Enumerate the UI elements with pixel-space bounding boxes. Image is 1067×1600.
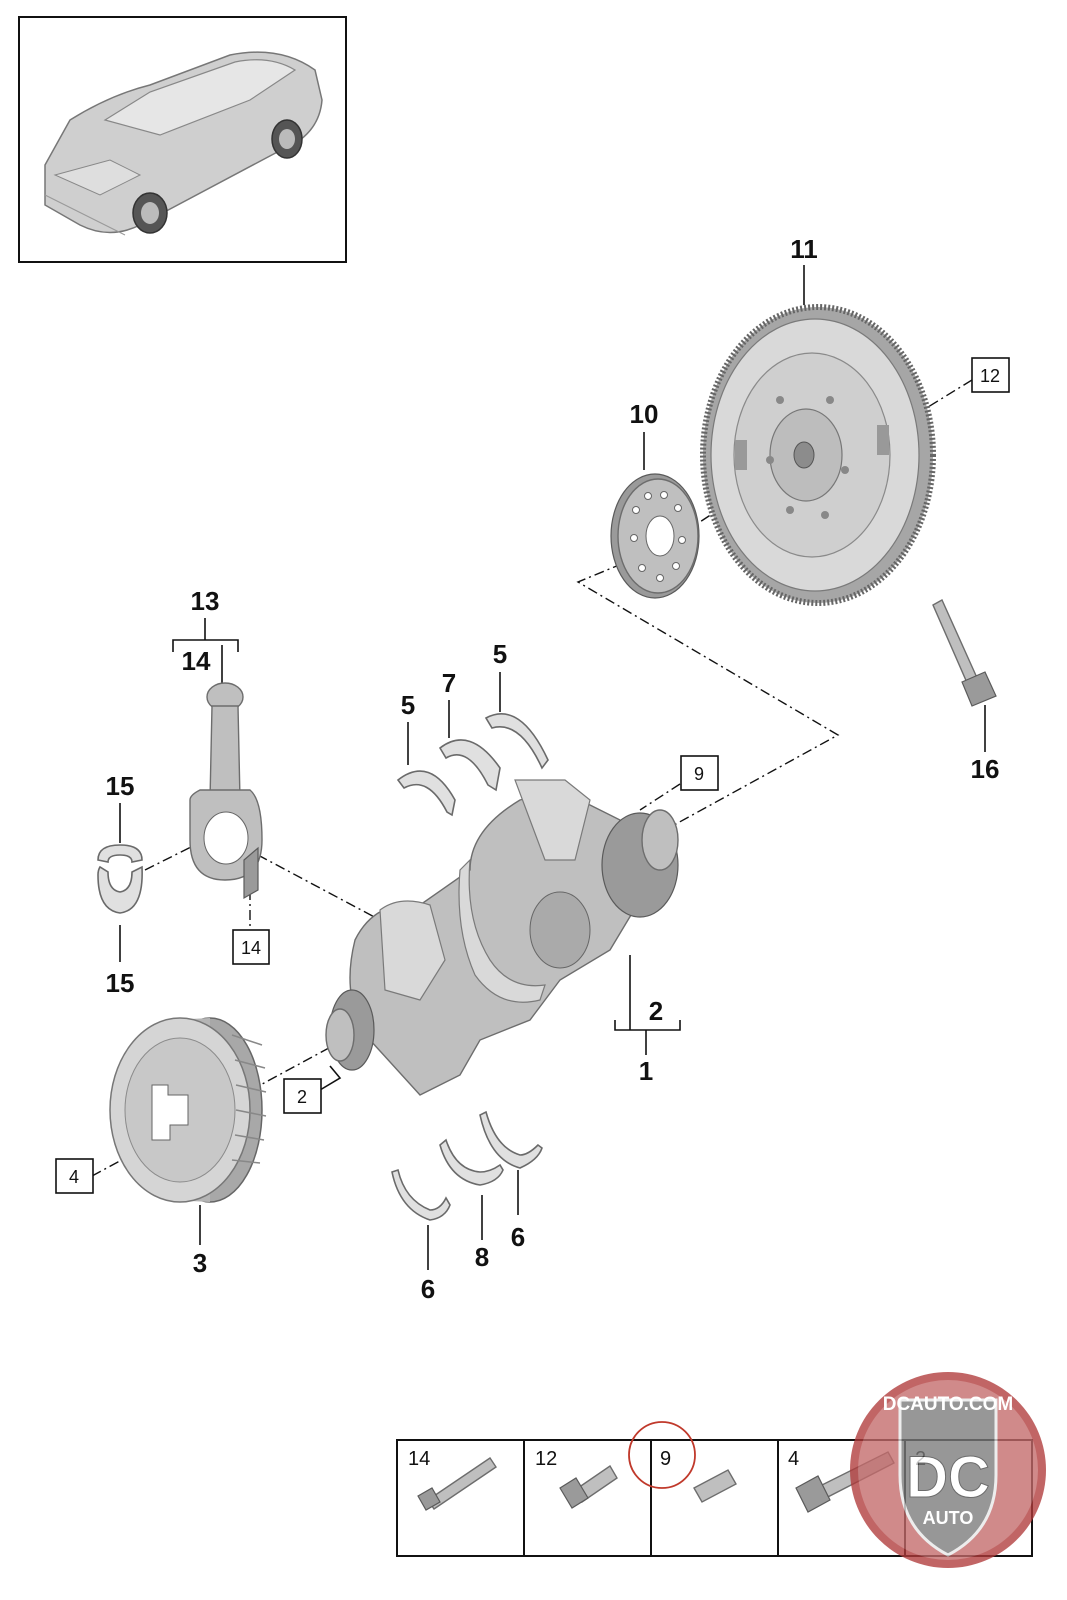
hardware-cell-14: 14 xyxy=(408,1448,497,1511)
main-bearing-shells-upper xyxy=(396,713,549,817)
watermark-text: DCAUTO.COM xyxy=(883,1394,1014,1415)
svg-text:9: 9 xyxy=(694,764,704,784)
crankshaft xyxy=(325,779,679,1096)
callout-3: 3 xyxy=(193,1248,207,1278)
callout-1: 1 xyxy=(639,1056,653,1086)
callout-7: 7 xyxy=(442,668,456,698)
svg-text:4: 4 xyxy=(788,1448,799,1470)
callout-5-right: 5 xyxy=(493,639,507,669)
callout-14: 14 xyxy=(182,646,211,676)
callout-15-top: 15 xyxy=(106,771,135,801)
svg-text:4: 4 xyxy=(69,1167,79,1187)
watermark-sub: AUTO xyxy=(923,1508,974,1528)
boxed-ref-12: 12 xyxy=(971,357,1010,393)
main-bearing-shells-lower xyxy=(391,1110,543,1221)
boxed-ref-4: 4 xyxy=(55,1158,94,1194)
conrod-bearing-shells xyxy=(97,844,143,914)
callout-5-left: 5 xyxy=(401,690,415,720)
watermark-logo: DC xyxy=(906,1445,990,1510)
boxed-ref-14: 14 xyxy=(232,929,270,965)
hardware-cell-9: 9 xyxy=(628,1421,737,1503)
svg-text:12: 12 xyxy=(535,1448,557,1470)
flywheel-bolt xyxy=(932,599,997,707)
svg-text:12: 12 xyxy=(980,366,1000,386)
boxed-ref-2: 2 xyxy=(283,1078,322,1114)
car-illustration xyxy=(44,51,323,236)
callout-6-left: 6 xyxy=(421,1274,435,1304)
callout-10: 10 xyxy=(630,399,659,429)
callout-11: 11 xyxy=(790,234,818,264)
belt-pulley xyxy=(109,1017,267,1203)
bolt-14-icon xyxy=(417,1457,497,1511)
boxed-references: 12 9 14 2 4 xyxy=(55,357,1010,1194)
callout-13: 13 xyxy=(191,586,220,616)
callout-numbers: 11 10 13 14 5 7 5 16 15 15 2 1 3 6 8 6 xyxy=(106,234,1000,1304)
drive-plate xyxy=(610,473,700,599)
callout-16: 16 xyxy=(971,754,1000,784)
connecting-rod xyxy=(189,682,263,900)
boxed-ref-9: 9 xyxy=(680,755,719,791)
hardware-cell-12: 12 xyxy=(535,1448,618,1509)
flywheel xyxy=(700,304,936,606)
svg-text:9: 9 xyxy=(660,1448,671,1470)
dowel-pin-9-icon xyxy=(693,1469,737,1503)
callout-15-bottom: 15 xyxy=(106,968,135,998)
dcauto-watermark: DCAUTO.COM DC AUTO xyxy=(850,1372,1046,1568)
highlight-circle xyxy=(628,1421,696,1489)
bolt-12-icon xyxy=(559,1464,618,1509)
callout-2: 2 xyxy=(649,996,663,1026)
svg-text:14: 14 xyxy=(408,1448,430,1470)
svg-text:2: 2 xyxy=(297,1087,307,1107)
svg-text:14: 14 xyxy=(241,938,261,958)
callout-6-right: 6 xyxy=(511,1222,525,1252)
callout-8: 8 xyxy=(475,1242,489,1272)
vehicle-thumbnail xyxy=(18,16,347,263)
